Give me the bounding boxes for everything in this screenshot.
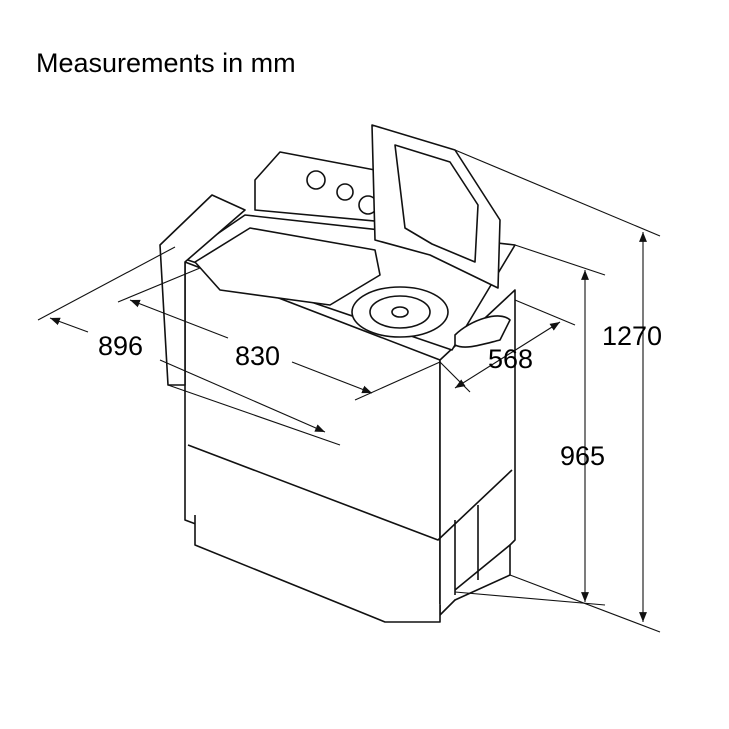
label-1270: 1270: [602, 321, 662, 351]
dimension-568: 568: [439, 299, 576, 393]
label-896: 896: [98, 331, 143, 361]
dimension-965: 965: [454, 244, 606, 606]
label-965: 965: [560, 441, 605, 471]
dimension-830: 830: [117, 267, 441, 401]
machine-body: [159, 124, 516, 623]
dimension-896: 896: [37, 246, 341, 446]
label-830: 830: [235, 341, 280, 371]
diagram-title: Measurements in mm: [36, 48, 296, 78]
label-568: 568: [488, 344, 533, 374]
